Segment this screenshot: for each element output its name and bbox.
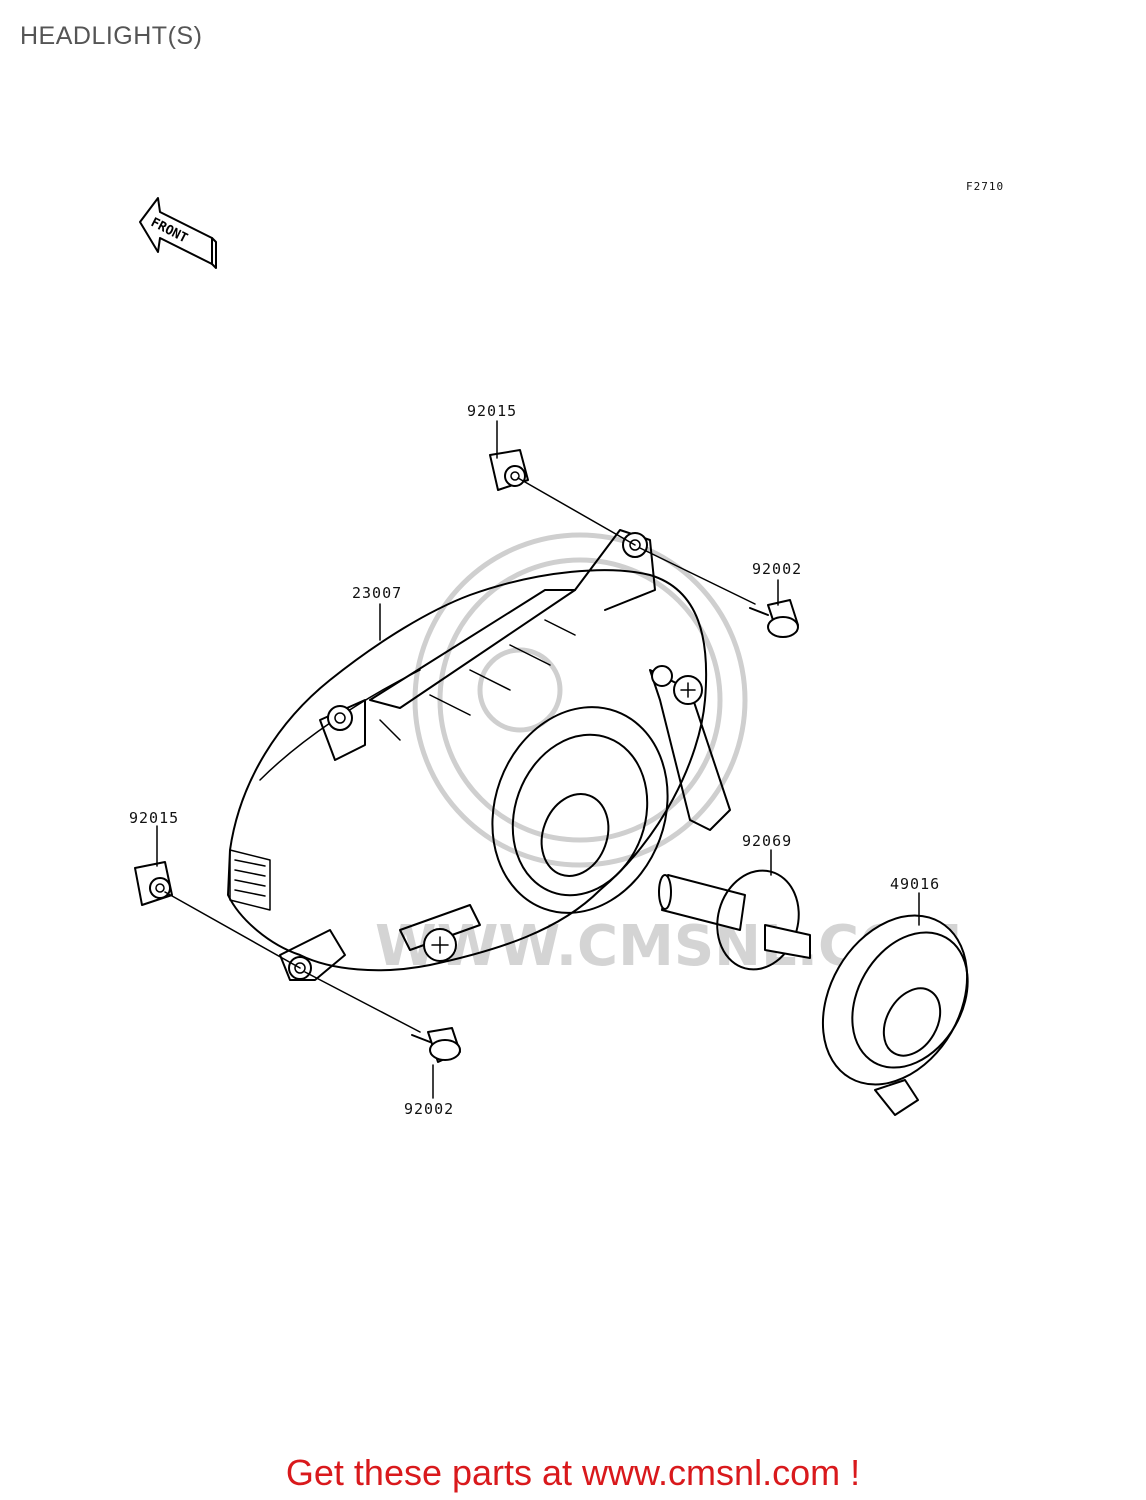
part-label: 49016 xyxy=(890,875,940,893)
figure-code: F2710 xyxy=(966,180,1004,193)
part-label: 92002 xyxy=(404,1100,454,1118)
page-title: HEADLIGHT(S) xyxy=(20,22,203,50)
part-label: 92069 xyxy=(742,832,792,850)
bolt-top xyxy=(749,599,799,638)
bulb-cover xyxy=(821,914,969,1116)
headlight-assembly xyxy=(227,529,731,981)
part-label: 92015 xyxy=(467,402,517,420)
front-arrow-icon: FRONT xyxy=(139,197,217,269)
leader-lines xyxy=(156,420,920,1099)
bolt-bottom xyxy=(411,1027,461,1063)
bulb xyxy=(658,869,811,971)
promo-link[interactable]: Get these parts at www.cmsnl.com ! xyxy=(285,1452,861,1493)
clip-top xyxy=(489,449,529,491)
part-label: 23007 xyxy=(352,584,402,602)
part-label: 92002 xyxy=(752,560,802,578)
clip-left xyxy=(134,861,173,906)
part-label: 92015 xyxy=(129,809,179,827)
